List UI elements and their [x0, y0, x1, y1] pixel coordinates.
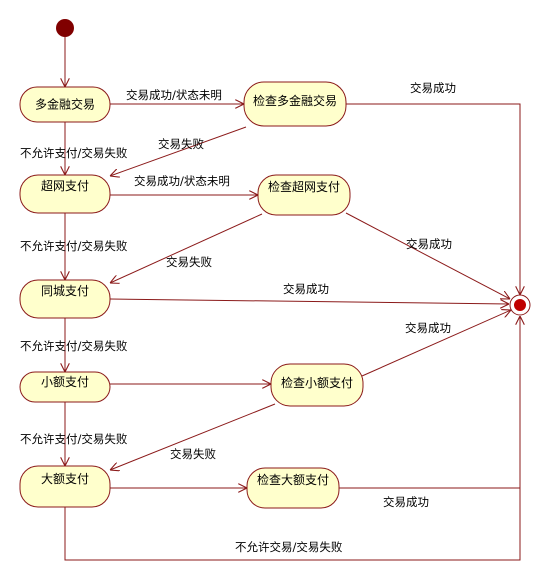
state-multi-finance-label: 多金融交易 [35, 97, 95, 112]
label-city-to-small: 不允许支付/交易失败 [20, 339, 128, 353]
state-check-super-net[interactable]: 检查超网支付 [257, 174, 351, 216]
edge-check-super-fail [110, 213, 263, 283]
edge-large-fail [64, 316, 520, 561]
state-super-net-label: 超网支付 [41, 178, 89, 193]
state-check-multi-finance-label: 检查多金融交易 [253, 93, 337, 108]
final-node [509, 294, 531, 316]
edge-city-success [109, 298, 509, 304]
label-check-multi-fail: 交易失败 [158, 137, 204, 151]
label-super-to-check: 交易成功/状态未明 [134, 174, 230, 188]
edge-check-small-fail [110, 403, 276, 470]
state-same-city[interactable]: 同城支付 [19, 279, 111, 319]
state-check-large-amount-label: 检查大额支付 [257, 472, 329, 487]
initial-node [56, 19, 74, 37]
edge-check-super-success [345, 212, 510, 299]
state-check-multi-finance[interactable]: 检查多金融交易 [243, 81, 347, 127]
label-small-to-large: 不允许支付/交易失败 [20, 432, 128, 446]
state-large-amount-label: 大额支付 [41, 472, 89, 486]
label-check-small-success: 交易成功 [405, 321, 451, 335]
state-same-city-label: 同城支付 [41, 284, 89, 298]
label-check-multi-success: 交易成功 [410, 81, 456, 95]
label-super-to-city: 不允许支付/交易失败 [20, 239, 128, 253]
edge-check-multi-success [346, 103, 520, 295]
state-small-amount[interactable]: 小额支付 [19, 371, 111, 403]
label-large-fail: 不允许交易/交易失败 [235, 540, 343, 554]
label-check-super-success: 交易成功 [406, 237, 452, 251]
label-city-success: 交易成功 [283, 282, 329, 296]
label-check-small-fail: 交易失败 [170, 447, 216, 461]
state-check-large-amount[interactable]: 检查大额支付 [246, 467, 340, 509]
label-check-large-success: 交易成功 [383, 495, 429, 509]
state-small-amount-label: 小额支付 [41, 375, 89, 389]
state-multi-finance[interactable]: 多金融交易 [19, 86, 111, 123]
state-check-small-amount-label: 检查小额支付 [281, 375, 353, 390]
label-multi-to-super: 不允许支付/交易失败 [20, 146, 128, 160]
state-check-super-net-label: 检查超网支付 [268, 179, 340, 194]
label-multi-to-check: 交易成功/状态未明 [126, 88, 222, 102]
state-large-amount[interactable]: 大额支付 [19, 465, 111, 508]
edge-check-multi-fail [110, 126, 247, 176]
edge-check-small-success [361, 310, 511, 377]
state-super-net[interactable]: 超网支付 [19, 174, 111, 214]
label-check-super-fail: 交易失败 [166, 255, 212, 269]
state-check-small-amount[interactable]: 检查小额支付 [270, 363, 364, 407]
